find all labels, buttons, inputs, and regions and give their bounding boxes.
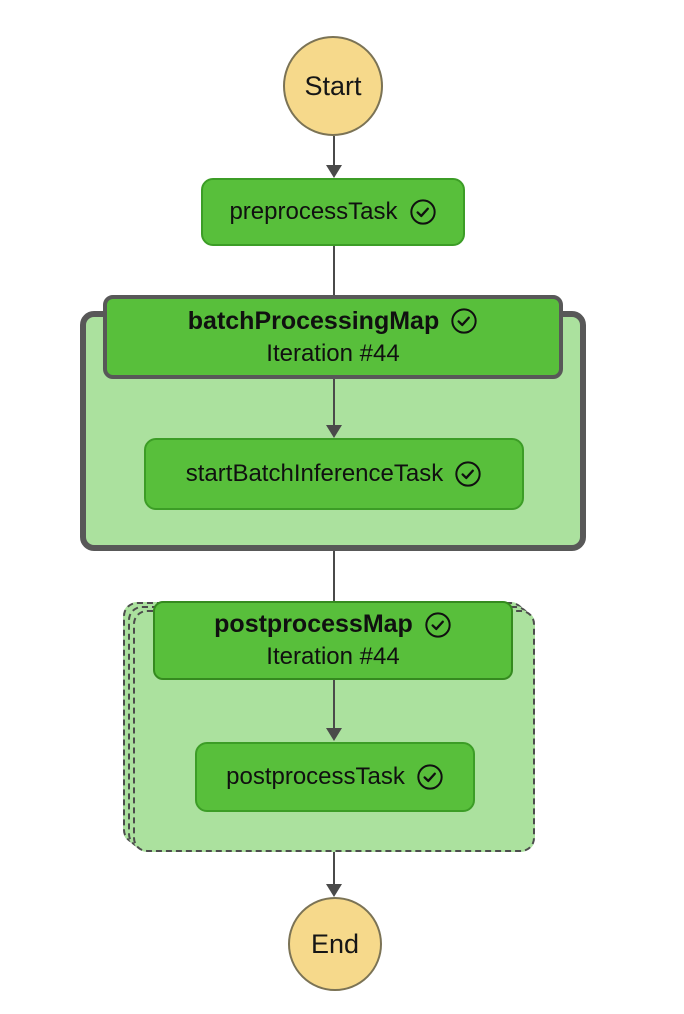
check-circle-icon <box>424 611 452 639</box>
connector-start-preprocess <box>333 136 335 166</box>
end-node: End <box>288 897 382 991</box>
arrowhead-inference <box>326 425 342 438</box>
map-label: postprocessMap <box>214 610 413 638</box>
start-label: Start <box>304 70 362 101</box>
check-circle-icon <box>450 307 478 335</box>
check-circle-icon <box>454 460 482 488</box>
arrowhead-preprocess <box>326 165 342 178</box>
map-iteration-label: Iteration #44 <box>266 339 400 367</box>
connector-postmap-end <box>333 852 335 885</box>
node-preprocess-task[interactable]: preprocessTask <box>201 178 465 246</box>
node-label: startBatchInferenceTask <box>185 460 444 487</box>
connector-postmap-posttask <box>333 680 335 729</box>
check-circle-icon <box>409 198 437 226</box>
check-circle-icon <box>416 763 444 791</box>
node-label: preprocessTask <box>229 198 398 225</box>
arrowhead-end <box>326 884 342 897</box>
map-iteration-label: Iteration #44 <box>266 643 400 670</box>
connector-batchmap-inference <box>333 379 335 426</box>
end-label: End <box>310 928 360 959</box>
node-start-batch-inference-task[interactable]: startBatchInferenceTask <box>144 438 524 510</box>
node-postprocess-map[interactable]: postprocessMap Iteration #44 <box>153 601 513 680</box>
node-batch-processing-map[interactable]: batchProcessingMap Iteration #44 <box>103 295 563 379</box>
start-node: Start <box>283 36 383 136</box>
node-label: postprocessTask <box>226 763 405 790</box>
connector-batchmap-postmap <box>333 551 335 601</box>
map-label: batchProcessingMap <box>187 306 440 335</box>
connector-preprocess-batchmap <box>333 246 335 295</box>
node-postprocess-task[interactable]: postprocessTask <box>195 742 475 812</box>
arrowhead-posttask <box>326 728 342 741</box>
